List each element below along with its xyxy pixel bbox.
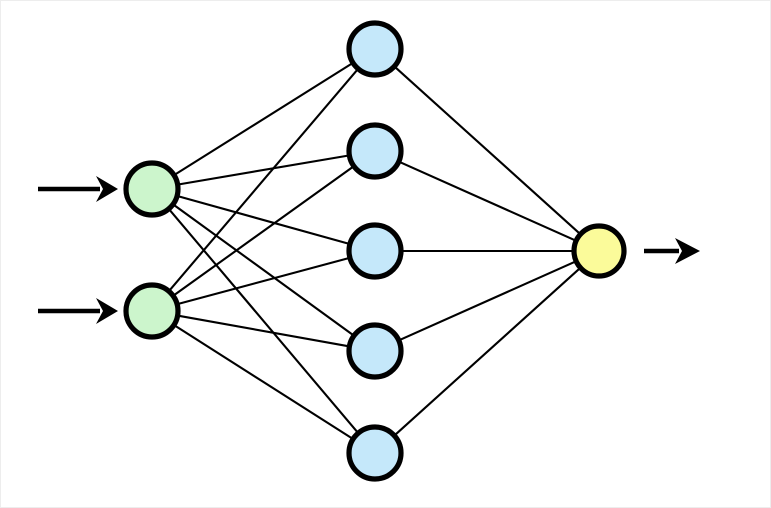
nodes-group (123, 20, 627, 482)
edges-group (166, 60, 583, 441)
input-arrow-1 (38, 176, 118, 202)
node-output-1[interactable] (571, 223, 627, 279)
node-input-2[interactable] (123, 282, 181, 340)
edge-i2-h1 (166, 66, 361, 294)
arrows-group (38, 176, 700, 324)
edge-h1-o1 (392, 64, 583, 237)
input-arrow-2-head (96, 298, 118, 324)
edge-i2-h3 (174, 256, 353, 306)
edge-i2-h4 (174, 314, 353, 348)
edge-h4-o1 (396, 259, 579, 343)
edge-i1-h1 (171, 60, 356, 178)
output-arrow-1 (644, 238, 700, 264)
node-input-1[interactable] (123, 160, 181, 218)
edge-h2-o1 (396, 159, 579, 243)
edge-i1-h3 (174, 194, 353, 246)
node-hidden-2[interactable] (346, 122, 404, 180)
edge-h5-o1 (392, 265, 583, 438)
edge-i1-h5 (166, 206, 361, 436)
input-arrow-2 (38, 298, 118, 324)
node-hidden-1[interactable] (346, 20, 404, 78)
node-hidden-5[interactable] (346, 424, 404, 482)
node-hidden-4[interactable] (346, 322, 404, 380)
node-hidden-3[interactable] (346, 222, 404, 280)
edge-i1-h4 (170, 202, 357, 338)
edge-i1-h2 (175, 154, 353, 186)
output-arrow-1-head (675, 238, 700, 264)
edge-i2-h5 (171, 323, 356, 441)
edge-i2-h2 (170, 164, 357, 298)
input-arrow-1-head (96, 176, 118, 202)
